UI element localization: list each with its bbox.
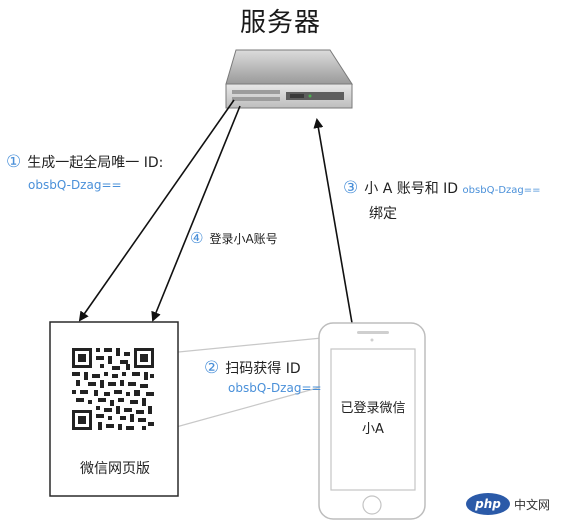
step-number: ① [6, 152, 22, 172]
phone-icon [318, 322, 426, 520]
webpage-label: 微信网页版 [80, 461, 150, 477]
watermark-text: 中文网 [514, 497, 551, 512]
step-number: ③ [343, 178, 359, 198]
step-generate-id: ① 生成一起全局唯一 ID: [6, 152, 163, 172]
arrow-generate-id [78, 99, 235, 322]
step-scan-id: ② 扫码获得 ID [204, 358, 301, 378]
step-generate-id-value: obsbQ-Dzag== [28, 178, 122, 192]
scan-line-bottom [157, 383, 333, 433]
step-bind-account-suffix: 绑定 [369, 206, 397, 222]
arrow-login-account [151, 105, 241, 322]
page-title: 服务器 [240, 8, 322, 38]
phone-status-text: 已登录微信 [340, 401, 406, 416]
watermark: php 中文网 [466, 487, 564, 521]
phone-user-name: 小A [362, 422, 384, 437]
arrow-bind-account [313, 118, 353, 324]
step-text: 登录小A账号 [209, 232, 278, 246]
step-login-account: ④ 登录小A账号 [190, 229, 278, 247]
webpage-box [49, 321, 179, 497]
step-bind-account-id: obsbQ-Dzag== [462, 185, 541, 196]
step-text: 扫码获得 ID [225, 361, 301, 377]
qr-code-icon [72, 348, 154, 430]
server-icon [225, 49, 353, 109]
php-logo-icon: php [466, 493, 510, 515]
step-bind-account: ③ 小 A 账号和 ID obsbQ-Dzag== [343, 178, 541, 198]
step-number: ④ [190, 229, 204, 247]
step-text: 小 A 账号和 ID [364, 181, 459, 197]
step-number: ② [204, 358, 220, 378]
phone-screen-text: 已登录微信 小A [331, 398, 415, 440]
step-text: 生成一起全局唯一 ID: [27, 155, 164, 171]
scan-line-top [157, 336, 333, 355]
step-scan-id-value: obsbQ-Dzag== [228, 381, 322, 395]
